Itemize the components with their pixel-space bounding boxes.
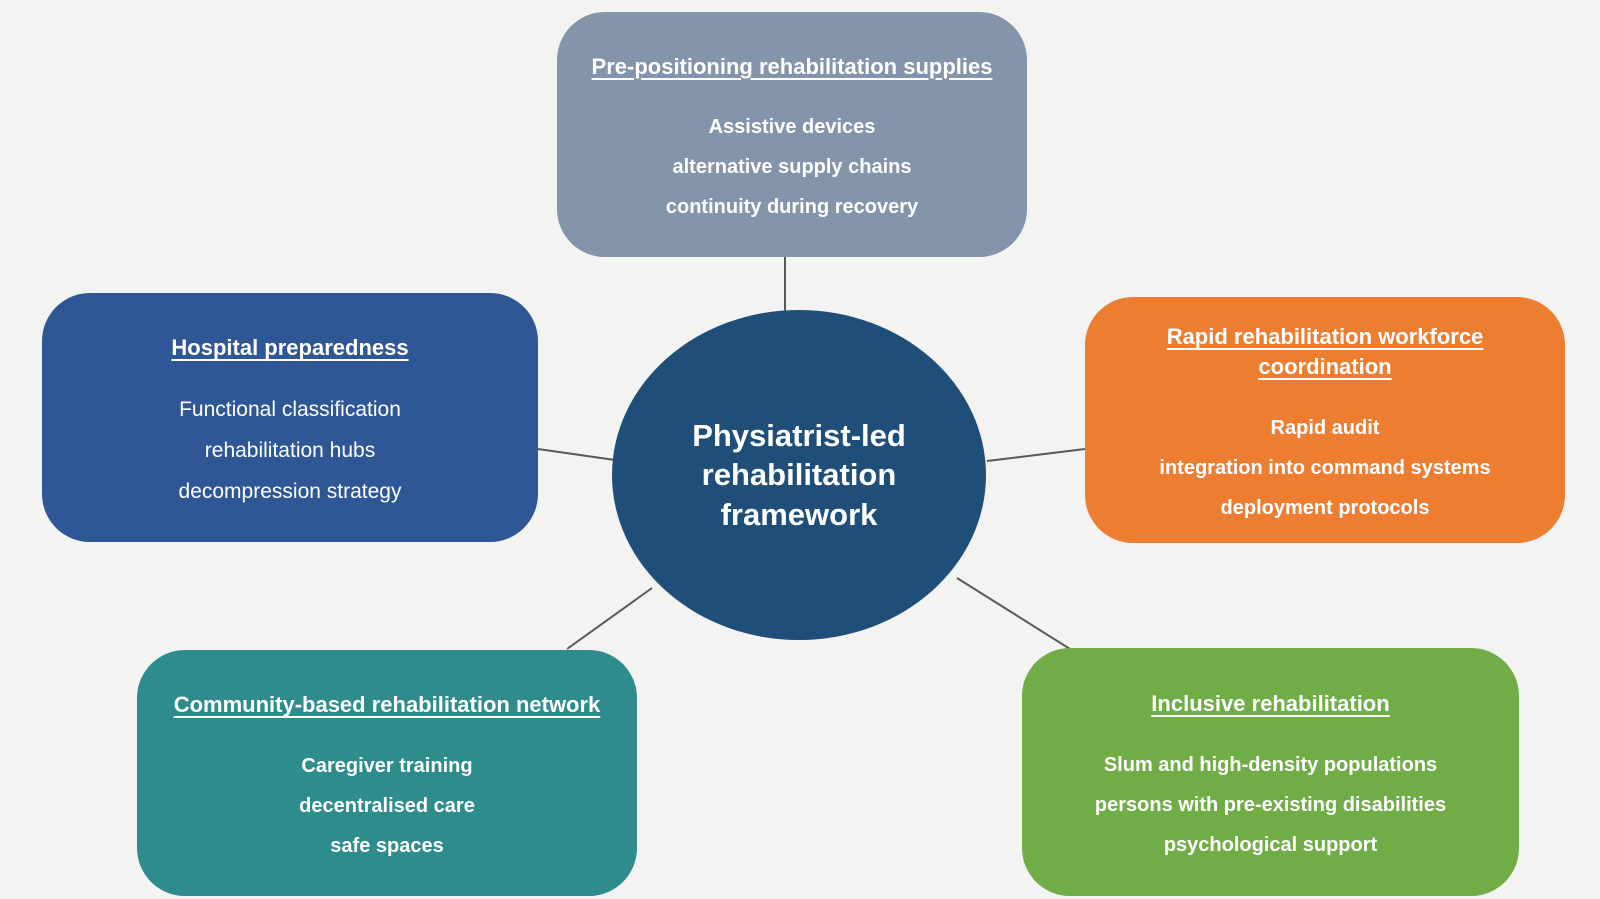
node-item: decentralised care [299, 794, 475, 817]
node-item: continuity during recovery [665, 196, 919, 219]
center-node-framework: Physiatrist-led rehabilitation framework [612, 310, 986, 640]
node-item: deployment protocols [1220, 496, 1430, 519]
node-item: alternative supply chains [672, 156, 912, 179]
node-item: rehabilitation hubs [204, 438, 376, 462]
node-pre-positioning-supplies: Pre-positioning rehabilitation supplies … [557, 12, 1027, 257]
node-item: Functional classification [179, 397, 401, 421]
node-item: integration into command systems [1159, 456, 1491, 479]
node-title: Rapid rehabilitation workforce coordinat… [1166, 324, 1484, 379]
node-hospital-preparedness: Hospital preparedness Functional classif… [42, 293, 538, 542]
node-title: Inclusive rehabilitation [1151, 691, 1390, 717]
node-inclusive-rehabilitation: Inclusive rehabilitation Slum and high-d… [1022, 648, 1519, 896]
node-item: psychological support [1163, 833, 1378, 856]
node-workforce-coordination: Rapid rehabilitation workforce coordinat… [1085, 297, 1565, 543]
node-item: persons with pre-existing disabilities [1094, 793, 1447, 816]
node-item: Slum and high-density populations [1103, 753, 1438, 776]
connector-left [537, 448, 616, 461]
node-item: Assistive devices [708, 116, 876, 139]
connector-bottom-right [956, 577, 1071, 650]
node-community-network: Community-based rehabilitation network C… [137, 650, 637, 896]
connector-right [986, 448, 1086, 462]
node-item: Rapid audit [1270, 416, 1380, 439]
node-title: Hospital preparedness [171, 335, 409, 361]
connector-bottom-left [566, 587, 653, 650]
center-node-label: Physiatrist-led rehabilitation framework [692, 417, 906, 532]
node-item: decompression strategy [178, 479, 402, 503]
node-title: Community-based rehabilitation network [173, 692, 601, 718]
node-title: Pre-positioning rehabilitation supplies [591, 53, 993, 79]
node-item: safe spaces [330, 834, 444, 857]
node-item: Caregiver training [301, 754, 473, 777]
